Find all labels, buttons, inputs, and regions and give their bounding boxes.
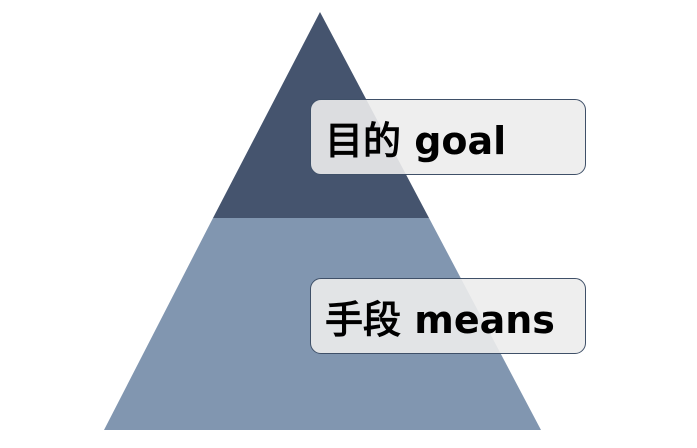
pyramid-label-means: 手段 means [310,278,586,354]
pyramid-label-goal: 目的 goal [310,99,586,175]
